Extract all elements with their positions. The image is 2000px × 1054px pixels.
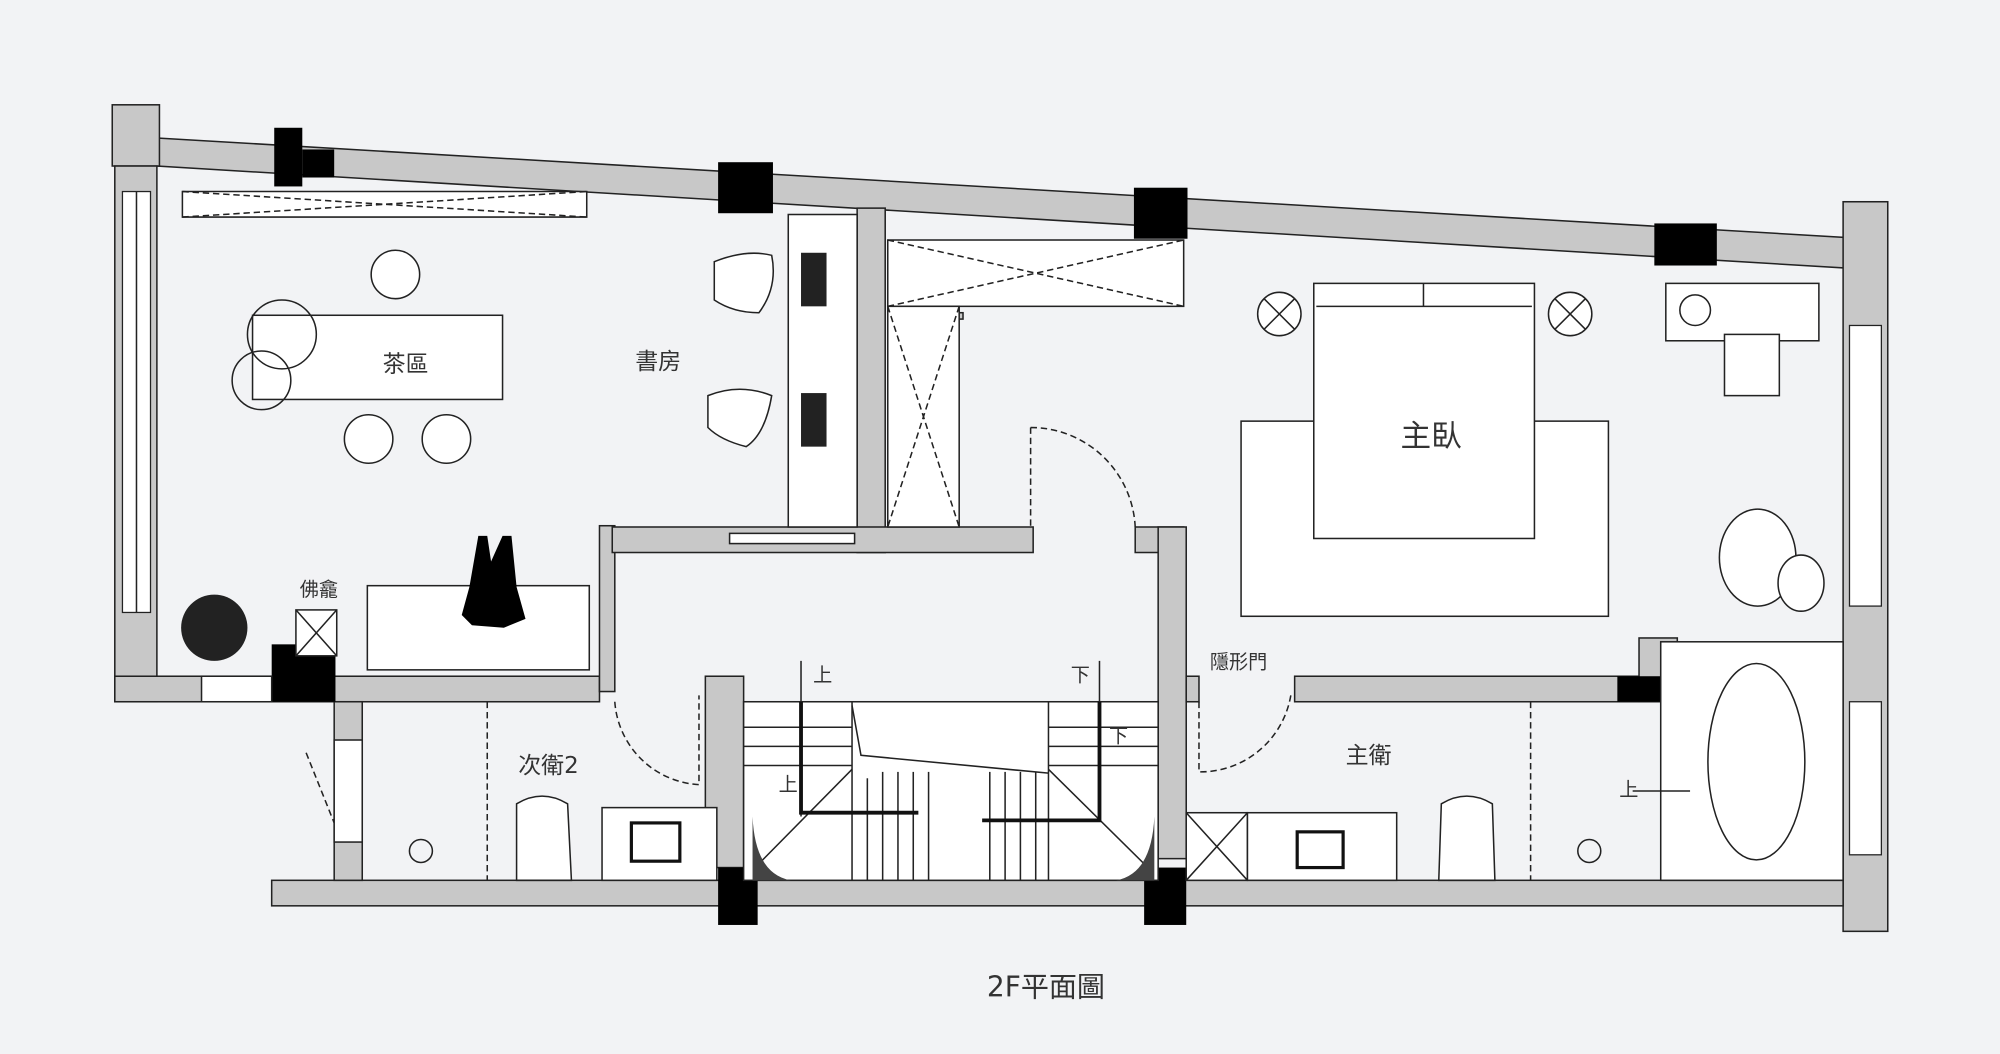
master-bedroom-furniture — [1029, 282, 1825, 618]
bath-step-up-label: 上 — [1619, 778, 1638, 801]
stair-down-label: 下 — [1071, 663, 1090, 686]
label-hidden-door: 隱形門 — [1210, 651, 1267, 674]
tea-area-furniture — [181, 249, 591, 703]
stair-up-label-2: 上 — [779, 773, 798, 796]
label-master-bedroom: 主臥 — [1401, 420, 1462, 455]
walls — [111, 104, 1889, 933]
staircase — [742, 660, 1159, 882]
plan-title: 2F平面圖 — [987, 970, 1105, 1003]
stair-up-label: 上 — [813, 663, 832, 686]
label-tea-area: 茶區 — [383, 351, 429, 377]
label-second-bathroom: 次衛2 — [518, 753, 578, 779]
label-altar: 佛龕 — [300, 578, 338, 601]
stair-down-label-2: 下 — [1109, 725, 1128, 748]
label-master-bathroom: 主衛 — [1346, 743, 1392, 769]
wardrobes — [181, 190, 1185, 528]
study-furniture — [707, 252, 856, 545]
bathroom-fixtures — [305, 641, 1844, 882]
label-study: 書房 — [635, 349, 681, 375]
